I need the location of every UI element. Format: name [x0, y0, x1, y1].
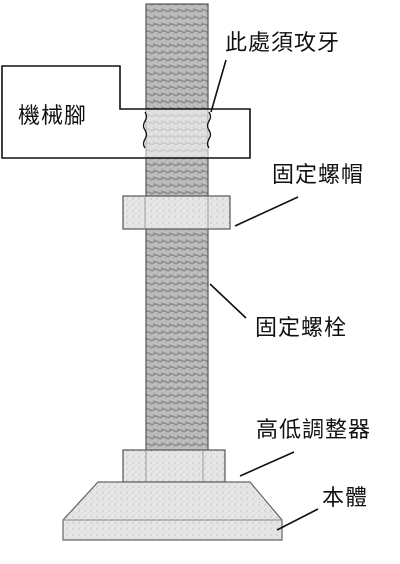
label-bolt: 固定螺栓 — [255, 316, 348, 341]
tap-mark-left — [142, 111, 148, 149]
label-machine-foot: 機械腳 — [18, 104, 88, 129]
tap-mark-right — [206, 111, 212, 149]
label-base: 本體 — [322, 486, 369, 511]
machine-foot-block — [1, 65, 251, 159]
leader-line-base — [276, 508, 319, 531]
label-adjuster: 高低調整器 — [256, 418, 372, 443]
leader-line-bolt — [209, 283, 247, 319]
leader-line-adjuster — [239, 451, 295, 477]
leader-line-thread-note — [210, 59, 227, 113]
label-thread-note: 此處須攻牙 — [225, 31, 341, 56]
lock-nut — [122, 195, 231, 230]
label-lock-nut: 固定螺帽 — [272, 163, 365, 188]
base-body — [62, 481, 283, 541]
leader-line-lock-nut — [234, 196, 299, 227]
adjuster-nut — [122, 449, 226, 483]
